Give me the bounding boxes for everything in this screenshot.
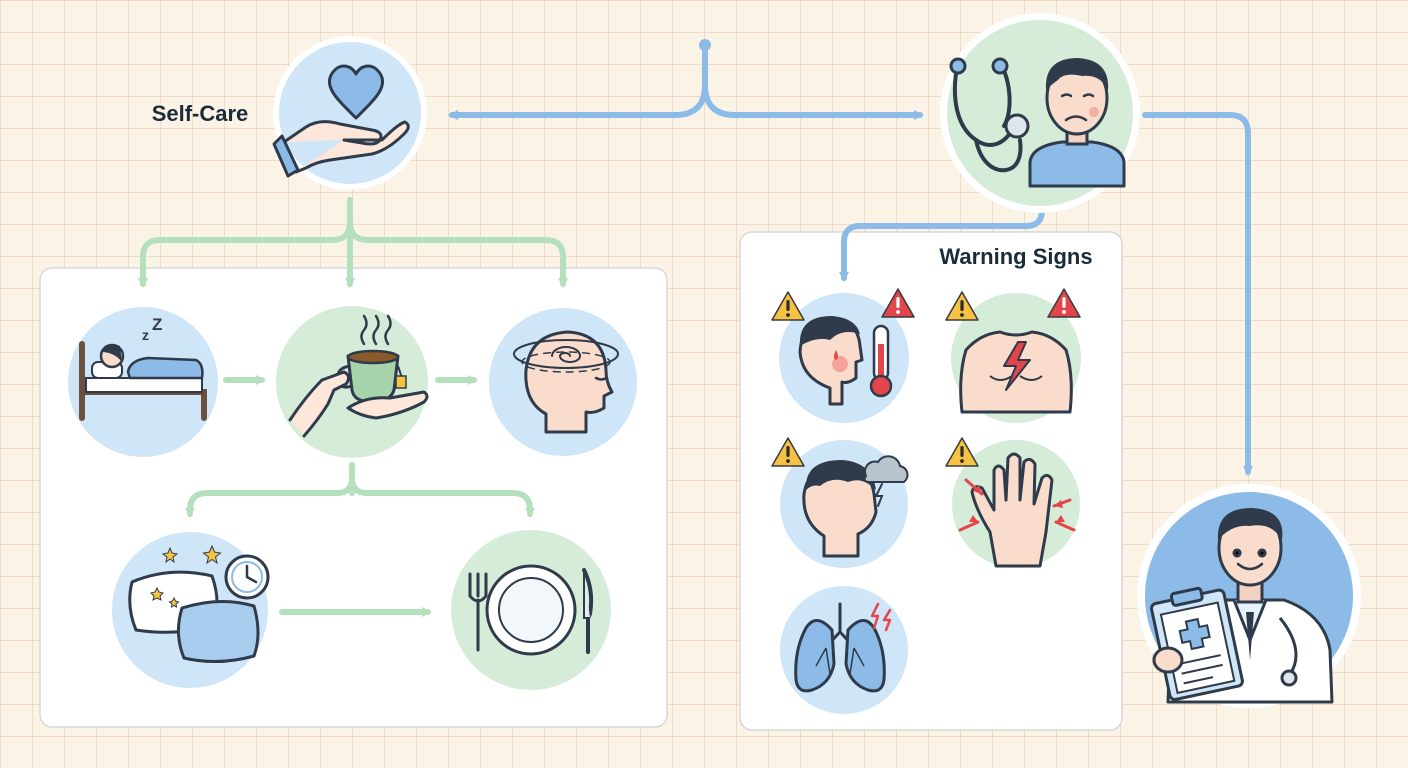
arrow-to-relax — [347, 219, 568, 288]
arrow-to-rest — [138, 219, 353, 288]
svg-text:z: z — [142, 327, 149, 343]
self-care-label: Self-Care — [152, 101, 249, 126]
chest-pain-icon — [945, 288, 1081, 423]
arrow-to-professional — [1142, 112, 1253, 476]
plate-fork-knife-icon — [451, 530, 611, 690]
arrow-to-warning-signs — [839, 197, 1045, 282]
doctor-with-clipboard-icon — [1137, 484, 1361, 708]
calm-mind-head-icon — [489, 308, 637, 456]
arrow-to-self-care — [448, 42, 708, 120]
heart-in-hand-icon — [272, 36, 427, 190]
breathing-lungs-icon — [780, 586, 908, 714]
blue-connectors — [448, 39, 1253, 476]
stethoscope-sick-person-icon — [940, 13, 1140, 213]
green-connectors — [138, 197, 568, 617]
warning-signs-title: Warning Signs — [939, 244, 1092, 269]
arrow-to-nutrition — [349, 475, 535, 518]
fever-thermometer-icon — [771, 288, 915, 423]
person-sleeping-in-bed-icon: z Z — [68, 307, 218, 457]
confused-head-cloud-icon — [771, 437, 909, 568]
warm-tea-cup-icon — [276, 306, 429, 458]
svg-text:Z: Z — [152, 315, 162, 334]
numb-hand-icon — [945, 437, 1080, 568]
pillows-clock-stars-icon — [112, 532, 270, 688]
arrow-to-doctor-consult — [702, 82, 924, 120]
